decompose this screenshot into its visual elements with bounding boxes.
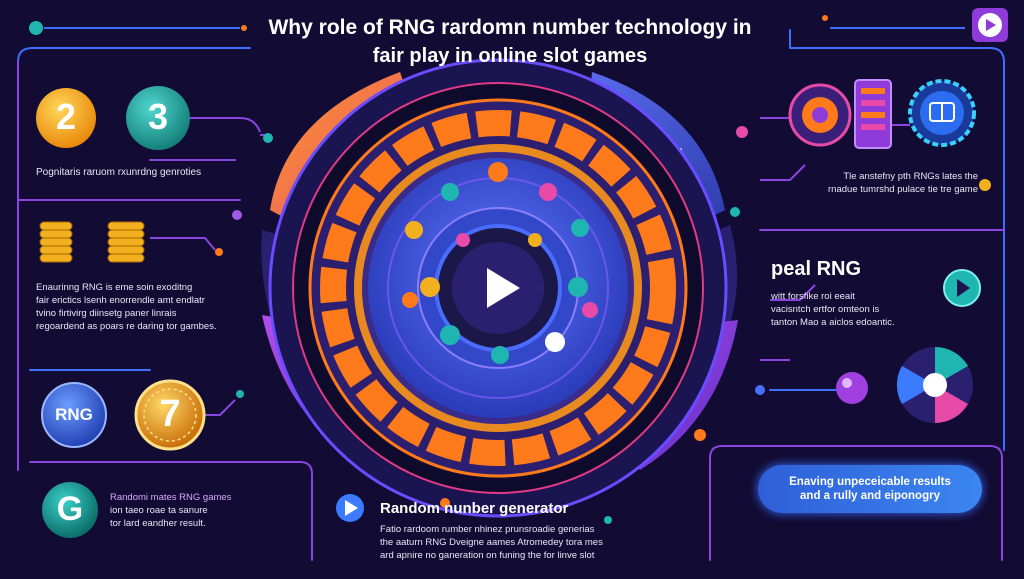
corner-dot-top-left — [29, 21, 43, 35]
left-bottom-line: Randomi mates RNG games — [110, 492, 232, 503]
left-bottom-line: ion taeo roae ta sanure — [110, 505, 208, 516]
left-bottom-text: Randomi mates RNG games ion taeo roae ta… — [110, 491, 300, 530]
right-play-icon[interactable] — [943, 269, 981, 307]
bottom-paragraph-line: ard apnire no ganeration on funing the f… — [380, 550, 595, 561]
center-play-icon[interactable] — [452, 242, 544, 334]
right-caption-line: rnadue tumrshd pulace tie tre game — [828, 184, 978, 195]
rng-wheel — [268, 58, 728, 518]
chip-icon — [908, 79, 976, 147]
right-paragraph-line: vacisntch ertfor omteon is — [771, 304, 880, 315]
left-paragraph-line: Enaurinng RNG is eme soin exoditng — [36, 282, 193, 293]
dot — [755, 385, 765, 395]
dot — [730, 207, 740, 217]
pill-line: and a rully and eiponogry — [800, 490, 940, 502]
dot — [241, 25, 247, 31]
right-paragraph: witt forsfike roi eeait vacisntch ertfor… — [771, 290, 941, 329]
connectors-right — [760, 117, 910, 361]
spinner-icon — [896, 346, 973, 424]
right-heading: peal RNG — [771, 258, 862, 280]
number-2-label: 2 — [55, 96, 77, 137]
number-3-label: 3 — [147, 96, 169, 137]
seven-badge — [134, 379, 206, 451]
gear-icon — [788, 83, 852, 147]
play-icon[interactable] — [972, 8, 1008, 42]
rng-badge — [41, 382, 107, 448]
purple-orb — [836, 372, 868, 404]
left-caption: Pognitaris raruom rxunrdng genroties — [36, 167, 202, 178]
left-paragraph-line: tvino firtivirg diinsetg paner linrais — [36, 308, 177, 319]
rng-badge-label: RNG — [55, 405, 93, 424]
coin-stack-icon — [39, 221, 73, 263]
title-line-2: fair play in online slot games — [372, 45, 648, 67]
bottom-paragraph-line: the aaturn RNG Dveigne aames Atromedey t… — [380, 537, 603, 548]
bottom-paragraph: Fatio rardoom rumber nhinez prunsroadie … — [380, 523, 700, 562]
dot — [215, 248, 223, 256]
g-badge — [42, 482, 98, 538]
right-paragraph-line: witt forsfike roi eeait — [771, 291, 855, 302]
dot — [979, 179, 991, 191]
bottom-play-icon[interactable] — [336, 494, 364, 522]
left-paragraph: Enaurinng RNG is eme soin exoditng fair … — [36, 281, 256, 333]
right-paragraph-line: tanton Mao a aiclos edoantic. — [771, 317, 895, 328]
dot — [236, 390, 244, 398]
right-caption-line: Tle anstefny pth RNGs lates the — [843, 171, 978, 182]
results-pill[interactable]: Enaving unpeceicable results and a rully… — [758, 465, 982, 513]
frame-lines — [17, 29, 1005, 561]
bottom-heading: Random nunber generator — [380, 500, 569, 517]
left-bottom-line: tor lard eandher result. — [110, 518, 206, 529]
dot — [822, 15, 828, 21]
left-paragraph-line: fair erictics lsenh enorrendle amt endla… — [36, 295, 205, 306]
menu-icon — [854, 79, 892, 149]
dot — [604, 516, 612, 524]
right-caption: Tle anstefny pth RNGs lates the rnadue t… — [778, 170, 978, 196]
coin-stack-icon — [107, 221, 145, 263]
chip-icon — [402, 162, 598, 364]
number-ball-3 — [126, 86, 190, 150]
dot — [232, 210, 242, 220]
bottom-paragraph-line: Fatio rardoom rumber nhinez prunsroadie … — [380, 524, 595, 535]
dot — [736, 126, 748, 138]
dot — [263, 133, 273, 143]
pill-line: Enaving unpeceicable results — [789, 476, 951, 488]
dot — [694, 429, 706, 441]
left-paragraph-line: regoardend as poars re daring tor gambes… — [36, 321, 217, 332]
seven-badge-label: 7 — [159, 393, 181, 435]
connectors-left — [150, 117, 270, 416]
dot — [440, 498, 450, 508]
g-badge-label: G — [56, 490, 84, 528]
title-line-1: Why role of RNG rardomn number technolog… — [268, 16, 752, 39]
number-ball-2 — [36, 88, 96, 148]
page-title: Why role of RNG rardomn number technolog… — [230, 14, 790, 70]
